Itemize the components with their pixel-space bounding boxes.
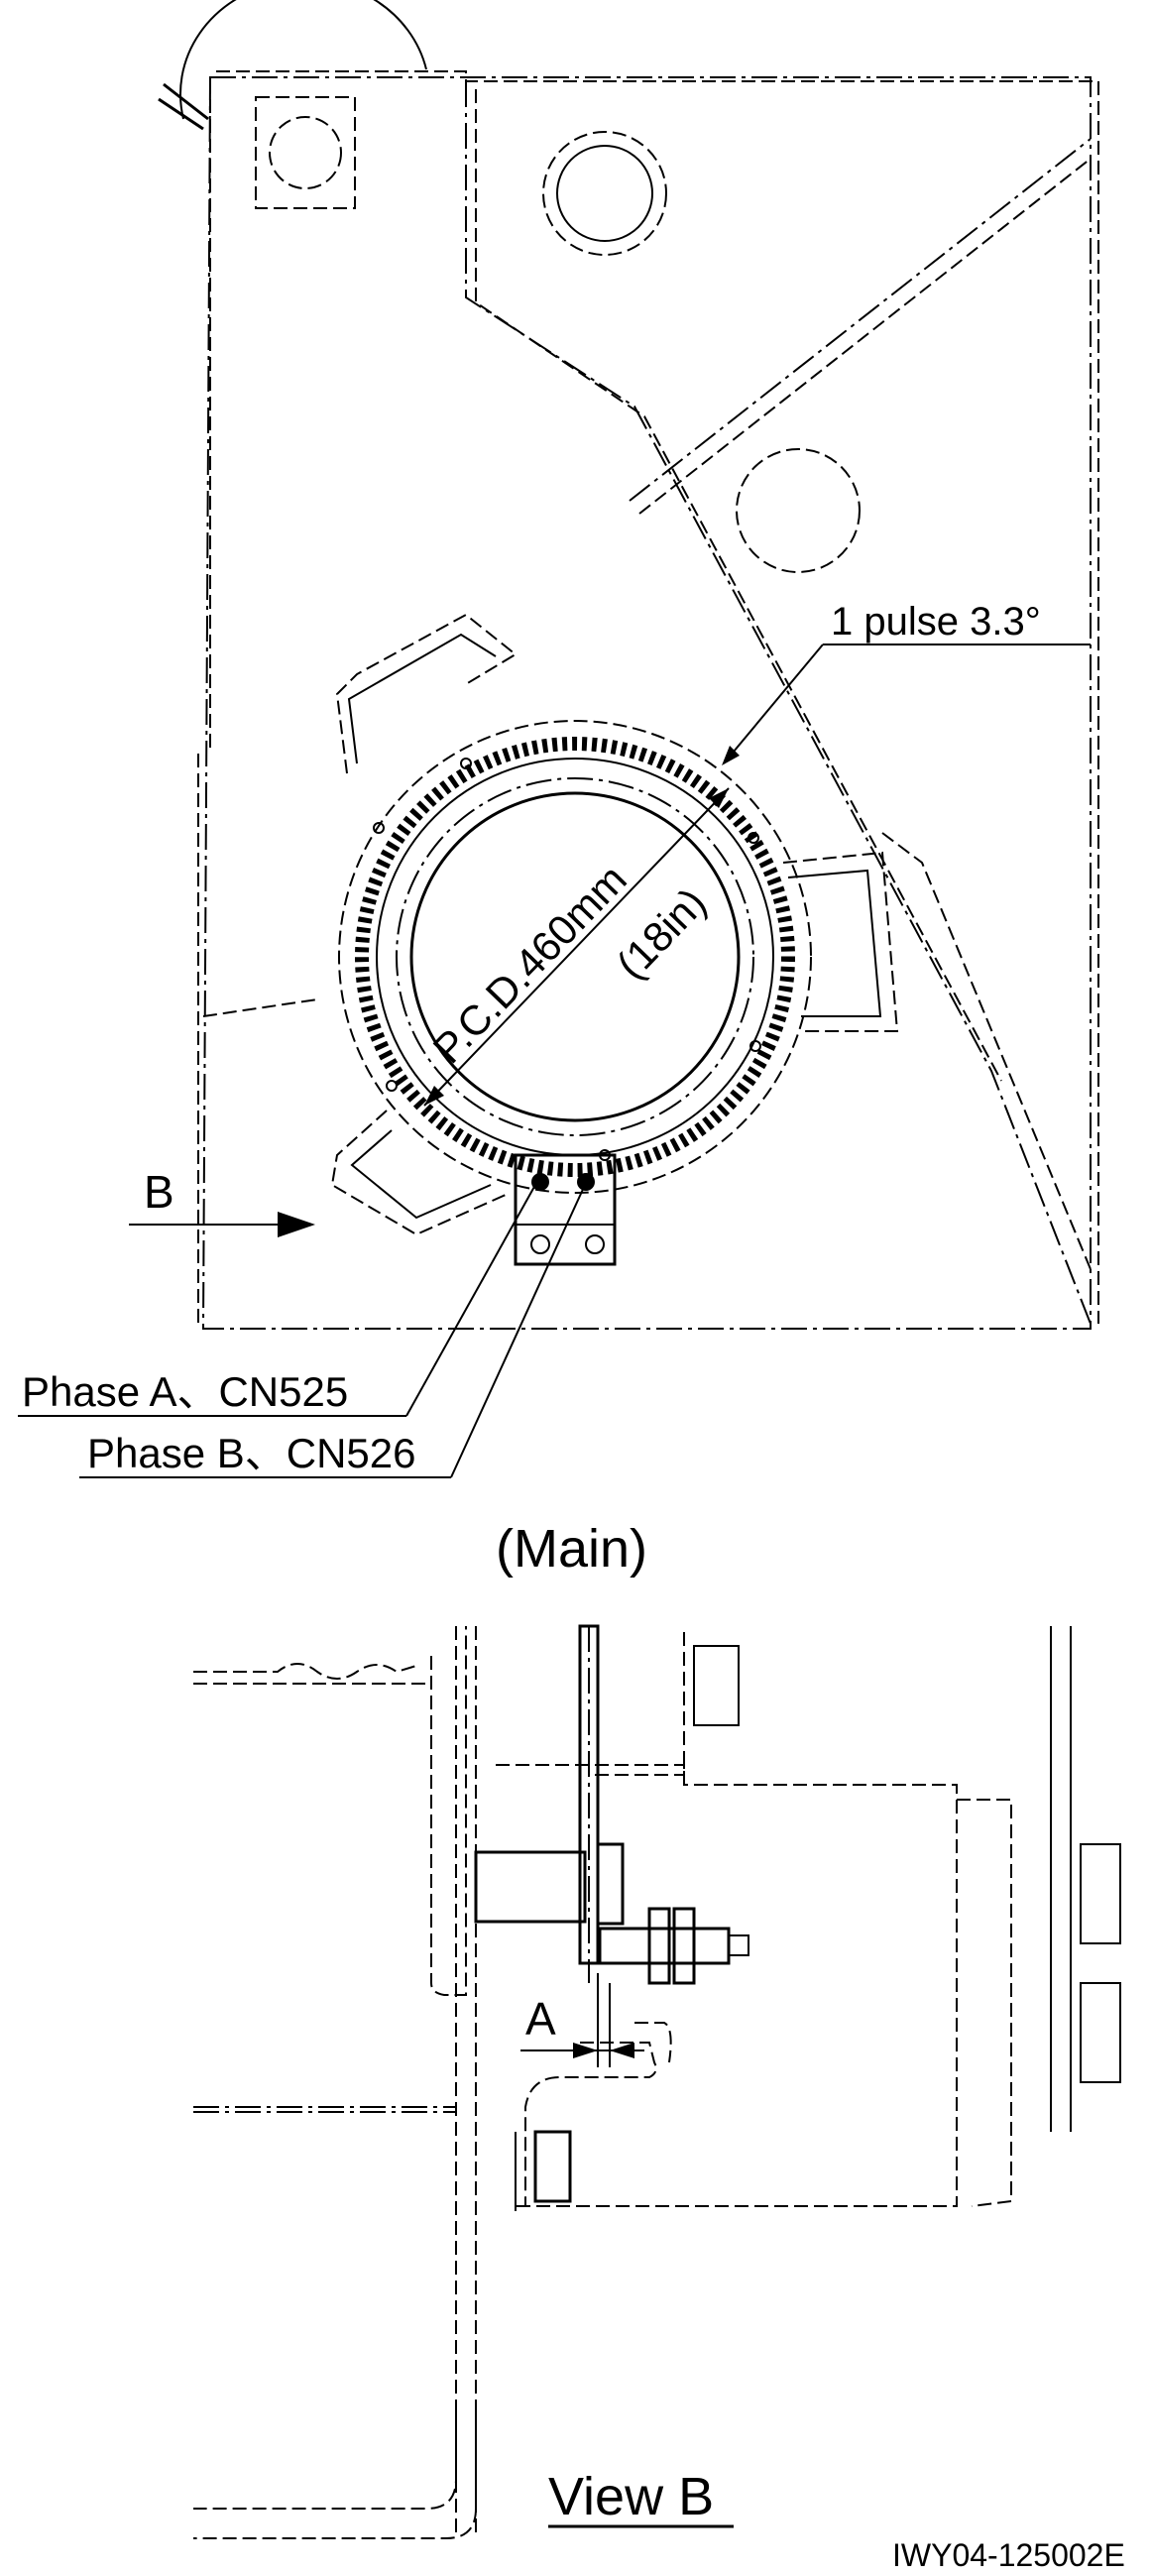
brace-line [629, 138, 1092, 502]
gear-lug-top-inner [347, 633, 497, 764]
top-cap [693, 1645, 740, 1726]
sensor-nut [647, 1907, 671, 1985]
pulse-callout: 1 pulse 3.3° [722, 600, 1091, 765]
gear-lug-bottom [330, 1110, 507, 1236]
sensor-a [531, 1173, 549, 1191]
left-plate [430, 1626, 467, 1996]
phase-a-label: Phase A、CN525 [22, 1368, 348, 1415]
phase-b-label: Phase B、CN526 [87, 1430, 416, 1476]
sensor-tail [728, 1934, 749, 1956]
frame-outline [201, 76, 1092, 1330]
frame-diagonal-2 [475, 89, 1002, 1082]
drawing-id: IWY04-125002E [892, 2537, 1125, 2573]
gear-bolt [749, 1040, 761, 1052]
lower-frame-curve [193, 2409, 457, 2510]
gear-lug-bottom-inner [350, 1129, 492, 1220]
gear-tooth-profile [524, 2042, 657, 2206]
lower-frame-curve-2 [193, 2409, 477, 2539]
view-b: A View B [193, 1624, 1121, 2539]
spacer-bolt [596, 1842, 625, 1926]
main-view: P.C.D.460mm (18in) 1 pulse 3.3° Phase A、… [18, 0, 1099, 1579]
brace-line-2 [638, 158, 1092, 515]
pcd-label: P.C.D.460mm [424, 856, 635, 1072]
frame-right-step [881, 832, 1092, 1270]
ring-gear [338, 720, 812, 1194]
view-arrow: B [129, 1166, 315, 1237]
lower-bolt [533, 2130, 572, 2203]
gap-label: A [525, 1993, 556, 2045]
frame-diagonal [465, 81, 1092, 1325]
view-arrow-label: B [144, 1166, 174, 1218]
view-arrow-head [278, 1212, 315, 1237]
proximity-sensor [598, 1907, 749, 1985]
gear-inner-ring [396, 777, 754, 1136]
mount-hole-right [585, 1234, 605, 1254]
frame-hole-middle [736, 448, 861, 573]
sensor-nut-2 [672, 1907, 696, 1985]
pcd-line [423, 787, 730, 1107]
gear-lug-right [782, 851, 899, 1032]
gear-tooth-ring [355, 737, 795, 1177]
pulley-outline [179, 0, 427, 120]
break-line [193, 1663, 417, 1680]
right-bolt-lower [1080, 1982, 1121, 2083]
gear-bore [409, 791, 741, 1122]
frame-hole-upper-inner [556, 145, 653, 242]
belt-line [163, 82, 209, 121]
gear-outer-ring [338, 720, 812, 1194]
view-b-caption: View B [548, 2467, 714, 2526]
gear-tooth-profile-2 [634, 2022, 672, 2063]
pcd-arrow-start [424, 1086, 444, 1106]
pulse-arrow [722, 746, 740, 765]
main-caption: (Main) [496, 1519, 647, 1579]
belt-line-2 [158, 97, 204, 131]
sensor-body [598, 1927, 731, 1965]
frame-outline-inner [216, 70, 1099, 1324]
phase-b-leader [450, 1184, 586, 1478]
pulse-label: 1 pulse 3.3° [831, 600, 1041, 644]
mount-hole-left [530, 1234, 550, 1254]
bracket-hole [269, 116, 342, 189]
gear-bolt [748, 832, 759, 844]
phase-a-leader [405, 1184, 536, 1417]
sensor-bracket [514, 1153, 617, 1266]
phase-callouts: Phase A、CN525 Phase B、CN526 [18, 1184, 586, 1478]
gear-lug-right-inner [787, 869, 882, 1017]
pcd-dimension: P.C.D.460mm (18in) [423, 787, 730, 1107]
right-bolt-upper [1080, 1843, 1121, 1944]
bracket-square [255, 96, 356, 209]
pcd-arrow-end [709, 788, 729, 808]
gear-lug-top [335, 613, 518, 774]
gap-arrow-right [610, 2043, 634, 2058]
plate-line [202, 998, 318, 1017]
sensor-plate [514, 1153, 617, 1266]
gear-bolt [373, 822, 385, 834]
sensor-b [577, 1173, 595, 1191]
frame-hole-upper [542, 131, 667, 256]
gap-dimension: A [520, 1973, 644, 2067]
gap-arrow-left [573, 2043, 598, 2058]
pulse-leader [723, 644, 824, 764]
gear-bolt [460, 758, 472, 769]
top-block [595, 1626, 685, 1776]
housing-right [957, 1799, 1012, 2207]
spacer-block [474, 1850, 587, 1924]
gear-bolt [386, 1080, 398, 1092]
housing-outline [496, 1764, 958, 2207]
